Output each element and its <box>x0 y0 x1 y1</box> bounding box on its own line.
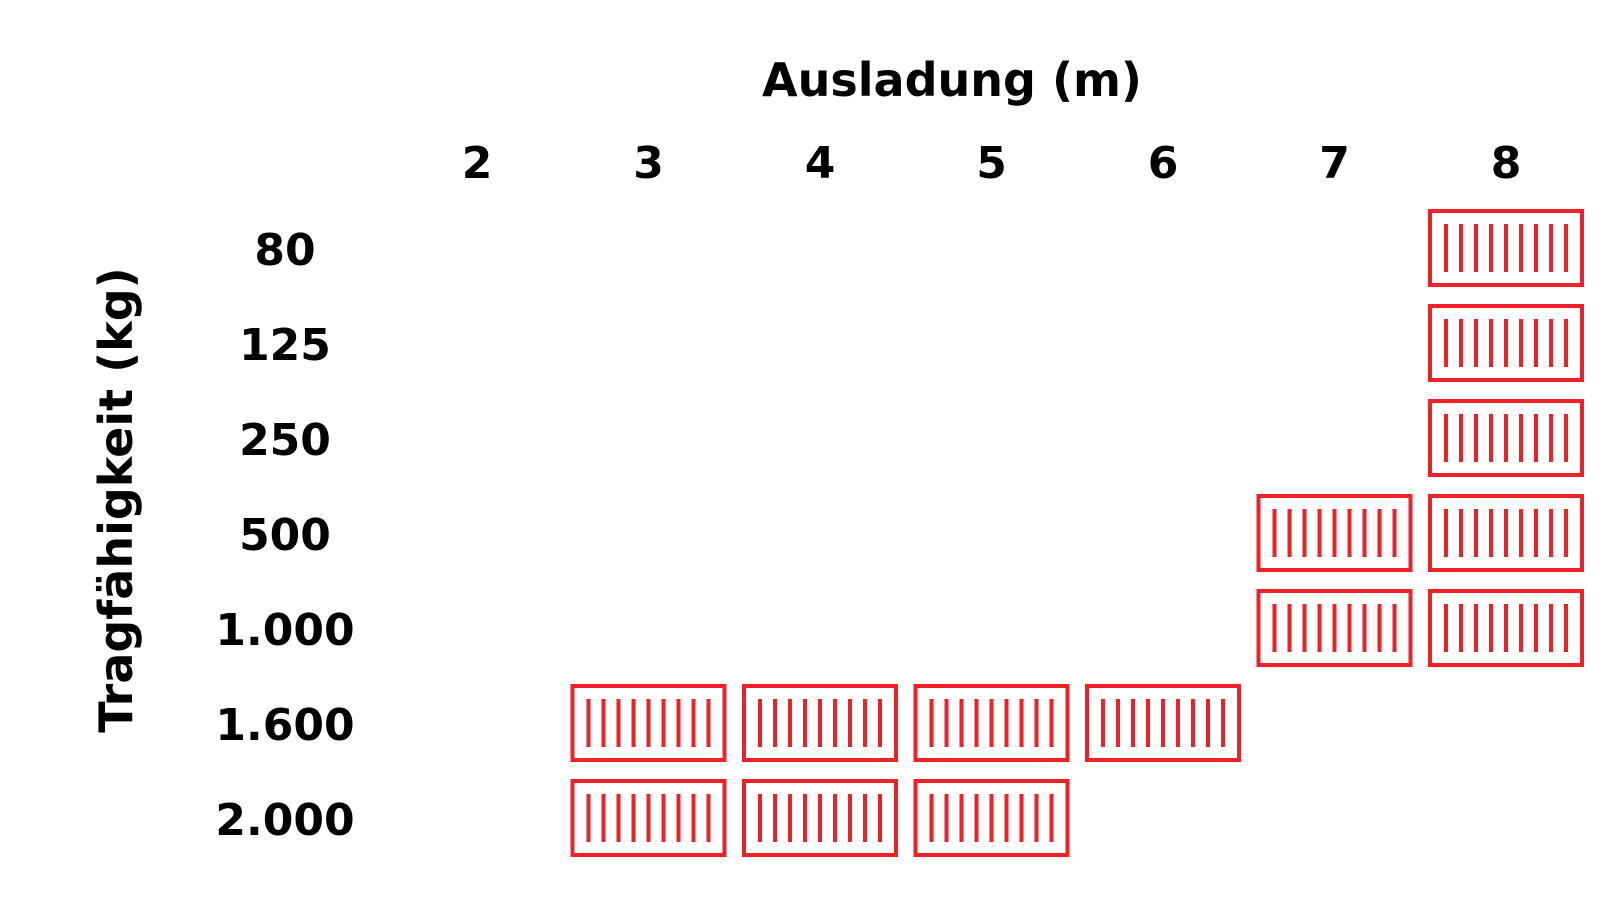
container-frame <box>1428 209 1584 287</box>
y-tick-label: 80 <box>254 225 315 276</box>
container-icon <box>1428 494 1584 572</box>
container-frame <box>1428 589 1584 667</box>
container-icon <box>1256 494 1413 572</box>
x-tick-label: 8 <box>1491 138 1522 189</box>
container-frame <box>742 779 898 857</box>
y-tick-labels: 80 125 250 500 1.000 1.600 2.000 <box>215 225 354 846</box>
y-tick-label: 500 <box>239 510 331 561</box>
y-axis-title: Tragfähigkeit (kg) <box>89 267 143 732</box>
container-frame <box>913 684 1070 762</box>
container-icon <box>1428 399 1584 477</box>
container-icon <box>570 684 727 762</box>
y-tick-label: 2.000 <box>215 795 354 846</box>
container-icon <box>570 779 727 857</box>
container-icon <box>742 779 898 857</box>
x-tick-label: 7 <box>1319 138 1350 189</box>
container-icon <box>913 684 1070 762</box>
container-icon <box>742 684 898 762</box>
container-frame <box>742 684 898 762</box>
container-icon <box>1428 209 1584 287</box>
container-frame <box>1428 304 1584 382</box>
y-tick-label: 250 <box>239 415 331 466</box>
container-markers <box>570 209 1584 857</box>
x-tick-label: 2 <box>462 138 493 189</box>
container-frame <box>570 779 727 857</box>
x-tick-label: 6 <box>1148 138 1179 189</box>
y-tick-label: 125 <box>239 320 331 371</box>
container-frame <box>1085 684 1241 762</box>
x-axis-title: Ausladung (m) <box>762 53 1142 107</box>
container-frame <box>1428 494 1584 572</box>
y-tick-label: 1.600 <box>215 700 354 751</box>
container-icon <box>1428 589 1584 667</box>
container-frame <box>570 684 727 762</box>
container-frame <box>1256 494 1413 572</box>
x-tick-label: 5 <box>976 138 1007 189</box>
container-icon <box>1256 589 1413 667</box>
x-tick-labels: 2 3 4 5 6 7 8 <box>462 138 1522 189</box>
y-tick-label: 1.000 <box>215 605 354 656</box>
container-icon <box>1428 304 1584 382</box>
container-frame <box>1428 399 1584 477</box>
container-frame <box>1256 589 1413 667</box>
container-icon <box>1085 684 1241 762</box>
container-icon <box>913 779 1070 857</box>
container-frame <box>913 779 1070 857</box>
x-tick-label: 3 <box>633 138 664 189</box>
x-tick-label: 4 <box>805 138 836 189</box>
